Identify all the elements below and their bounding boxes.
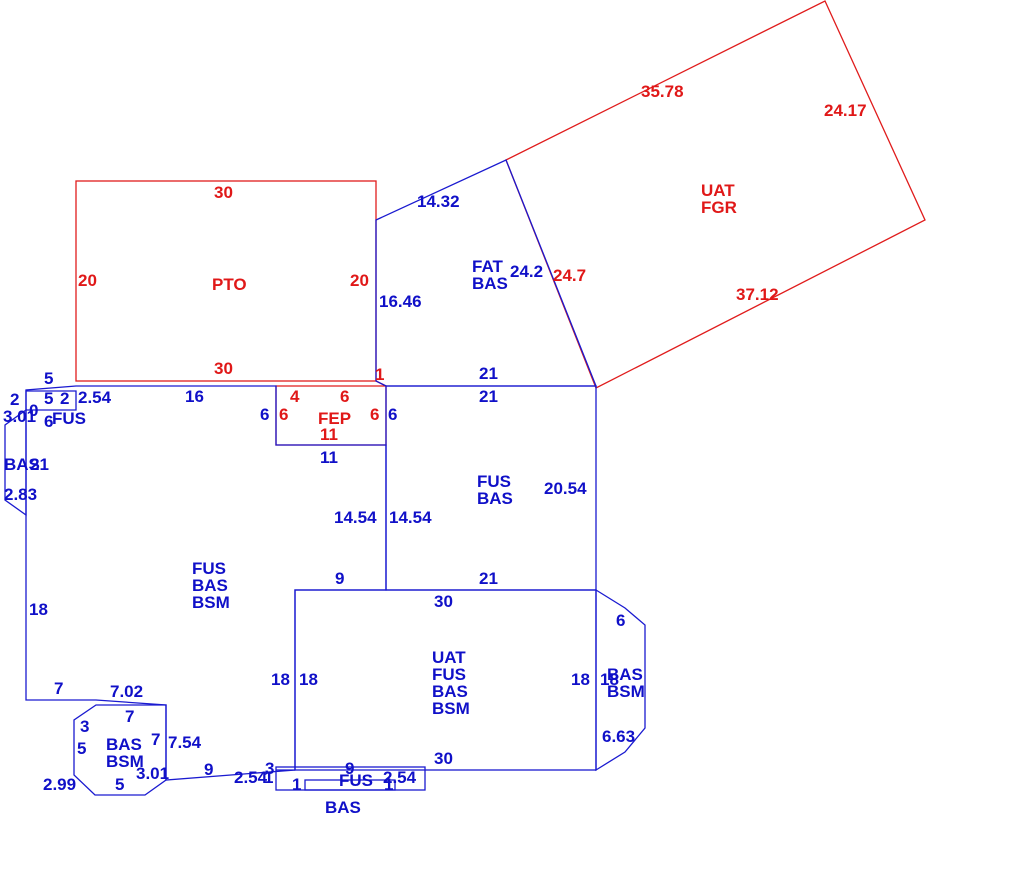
dim-bot-one-a: 1: [264, 768, 273, 787]
dim-main-top: 16: [185, 387, 204, 406]
dim-lb-three: 3: [80, 717, 89, 736]
dim-sm-five-top: 5: [44, 369, 53, 388]
dim-lb-299: 2.99: [43, 775, 76, 794]
dim-uat-top: 35.78: [641, 82, 684, 101]
dim-lb-754: 7.54: [168, 733, 202, 752]
dim-fat-left: 16.46: [379, 292, 422, 311]
dim-main-nine: 9: [335, 569, 344, 588]
dim-fep-top-b: 6: [340, 387, 349, 406]
dim-uat-box-bottom: 30: [434, 749, 453, 768]
fus-bas-right-label-2: BAS: [477, 489, 513, 508]
dim-fep-top-a: 4: [290, 387, 300, 406]
bas-bottom-label: BAS: [325, 798, 361, 817]
dim-bot-nine: 9: [345, 759, 354, 778]
dim-sm-two-b: 2: [60, 389, 69, 408]
main-label-2: BAS: [192, 576, 228, 595]
dim-main-mid-a: 14.54: [334, 508, 377, 527]
dim-pto-left: 20: [78, 271, 97, 290]
dim-fep-out-left: 6: [260, 405, 269, 424]
dim-lb-five-a: 5: [77, 739, 86, 758]
dim-pto-top: 30: [214, 183, 233, 202]
dim-lb-seven-b: 7: [151, 730, 160, 749]
dim-bot-254b: 2.54: [383, 768, 417, 787]
dim-main-mid-b: 14.54: [389, 508, 432, 527]
dim-lb-301: 3.01: [136, 764, 169, 783]
uat-box-label-1: UAT: [432, 648, 466, 667]
fat-bas-label-1: FAT: [472, 257, 503, 276]
bas-bsm-left-label-2: BSM: [106, 752, 144, 771]
dim-main-bottom-a: 7: [54, 679, 63, 698]
dim-fep-left: 6: [279, 405, 288, 424]
dim-sm-zero: 0: [29, 401, 38, 420]
dim-pto-bottom: 30: [214, 359, 233, 378]
dim-sm-five-b: 5: [44, 389, 53, 408]
dim-uat-left: 24.7: [553, 266, 586, 285]
dim-bot-254a: 2.54: [234, 768, 268, 787]
dim-rt-right: 20.54: [544, 479, 587, 498]
dim-sm-two-a: 2: [10, 390, 19, 409]
dim-sm-254: 2.54: [78, 388, 112, 407]
fus-bas-right-label-1: FUS: [477, 472, 511, 491]
fus-small-outline: [25, 390, 77, 411]
bas-bsm-right-label-2: BSM: [607, 682, 645, 701]
dim-bot-one-c: 1: [384, 775, 393, 794]
uat-box-label-2: FUS: [432, 665, 466, 684]
main-label-3: BSM: [192, 593, 230, 612]
dim-fep-bottom: 11: [320, 425, 338, 444]
dim-oct-six: 6: [616, 611, 625, 630]
dim-sm-301: 3.01: [3, 407, 36, 426]
dim-uat-box-top: 30: [434, 592, 453, 611]
bas-bsm-right-label-1: BAS: [607, 665, 643, 684]
dim-lb-five-b: 5: [115, 775, 124, 794]
dim-sm-six: 6: [44, 412, 53, 431]
main-label-1: FUS: [192, 559, 226, 578]
dim-sm-283: 2.83: [4, 485, 37, 504]
dim-main-left: 18: [29, 600, 48, 619]
dim-pto-right: 20: [350, 271, 369, 290]
dim-fat-bottom-b: 21: [479, 387, 498, 406]
dim-fep-out-bottom: 11: [320, 448, 338, 467]
uat-fgr-label-2: FGR: [701, 198, 737, 217]
dim-uat-box-right-a: 18: [571, 670, 590, 689]
fus-small-label: FUS: [52, 409, 86, 428]
dim-uat-right: 24.17: [824, 101, 867, 120]
bas-bsm-left-outline: [73, 704, 167, 796]
dim-sm-hash: 21: [30, 455, 49, 474]
bas-small-label: BAS: [4, 455, 40, 474]
dim-fep-one: 1: [375, 365, 384, 384]
dim-uat-box-right-b: 18: [600, 670, 619, 689]
dim-uat-box-left-b: 18: [299, 670, 318, 689]
dim-fat-top: 14.32: [417, 192, 460, 211]
uat-fgr-label-1: UAT: [701, 181, 735, 200]
dim-lb-nine: 9: [204, 760, 213, 779]
dim-lb-seven: 7: [125, 707, 134, 726]
dim-main-bottom-b: 7.02: [110, 682, 143, 701]
bas-small-outline: [4, 408, 27, 517]
dim-uat-bottom: 37.12: [736, 285, 779, 304]
dim-fep-right: 6: [370, 405, 379, 424]
bas-bsm-right-outline: [595, 588, 646, 772]
dim-fat-right: 24.2: [510, 262, 543, 281]
fus-bottom-label: FUS: [339, 771, 373, 790]
pto-label: PTO: [212, 275, 247, 294]
uat-box-label-3: BAS: [432, 682, 468, 701]
bottom-strip-inner: [304, 779, 396, 791]
dim-uat-box-left-a: 18: [271, 670, 290, 689]
dim-fep-out-right: 6: [388, 405, 397, 424]
dim-bot-three: 3: [265, 759, 274, 778]
dim-bot-one-b: 1: [292, 775, 301, 794]
dim-fat-bottom-a: 21: [479, 364, 498, 383]
bas-bsm-left-label-1: BAS: [106, 735, 142, 754]
uat-box-label-4: BSM: [432, 699, 470, 718]
fep-label: FEP: [318, 409, 351, 428]
dim-oct-663: 6.63: [602, 727, 635, 746]
dim-rt-bottom: 21: [479, 569, 498, 588]
fat-bas-label-2: BAS: [472, 274, 508, 293]
